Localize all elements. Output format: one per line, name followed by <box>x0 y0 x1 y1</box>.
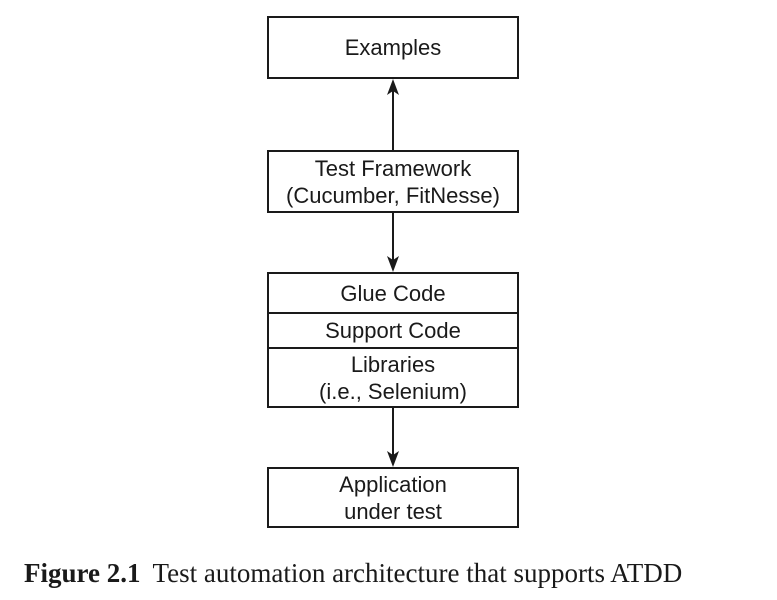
arrowhead-down <box>387 451 399 467</box>
figure-caption-text: Test automation architecture that suppor… <box>152 558 683 588</box>
arrowhead-up <box>387 79 399 95</box>
examples-box: Examples <box>267 16 519 79</box>
support-code-layer: Support Code <box>269 312 517 347</box>
application-box: Application under test <box>267 467 519 528</box>
libraries-label: Libraries <box>350 351 436 377</box>
application-label: Application <box>339 471 447 497</box>
examples-label: Examples <box>344 35 442 60</box>
test-framework-label: Test Framework <box>314 155 472 181</box>
figure-caption: Figure 2.1 Test automation architecture t… <box>24 558 682 589</box>
libraries-example: (i.e., Selenium) <box>319 378 467 404</box>
glue-code-layer: Glue Code <box>269 274 517 312</box>
application-qualifier: under test <box>344 498 442 524</box>
arrowhead-down <box>387 256 399 272</box>
glue-code-label: Glue Code <box>340 280 446 306</box>
support-code-label: Support Code <box>325 318 461 343</box>
libraries-layer: Libraries (i.e., Selenium) <box>269 347 517 406</box>
test-framework-box: Test Framework (Cucumber, FitNesse) <box>267 150 519 213</box>
test-framework-tools: (Cucumber, FitNesse) <box>286 182 500 208</box>
code-stack-box: Glue Code Support Code Libraries (i.e., … <box>267 272 519 408</box>
figure-number: Figure 2.1 <box>24 558 141 588</box>
